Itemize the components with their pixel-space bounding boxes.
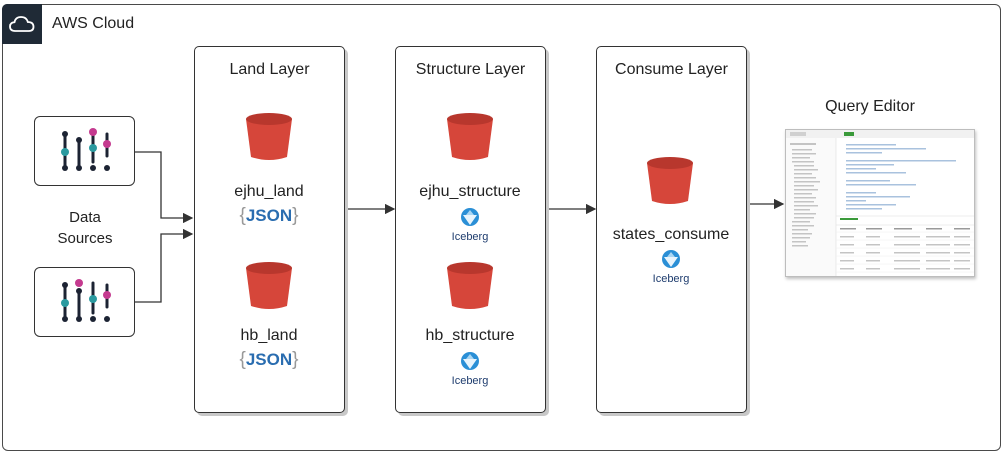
bucket-label: ejhu_structure xyxy=(419,183,521,200)
iceberg-icon: Iceberg xyxy=(641,249,701,285)
json-label: JSON xyxy=(245,350,293,369)
data-sources-label-line1: Data xyxy=(69,209,101,226)
arrow-source1-to-land xyxy=(135,151,194,224)
bucket-icon xyxy=(246,262,292,309)
bucket-label: states_consume xyxy=(612,226,730,243)
data-source-box-1[interactable] xyxy=(34,116,135,186)
aws-cloud-boundary xyxy=(2,4,1001,451)
structure-layer: Structure Layer xyxy=(395,46,546,413)
json-icon: {JSON} xyxy=(239,205,299,226)
data-sources-label-line2: Sources xyxy=(57,230,113,247)
structure-layer-title: Structure Layer xyxy=(415,61,526,78)
iceberg-label: Iceberg xyxy=(652,273,690,285)
iceberg-label: Iceberg xyxy=(451,231,489,243)
cloud-title: AWS Cloud xyxy=(52,15,135,32)
cloud-icon xyxy=(2,4,42,44)
iceberg-icon: Iceberg xyxy=(440,207,500,243)
json-icon: {JSON} xyxy=(239,349,299,370)
land-layer-title: Land Layer xyxy=(229,61,310,78)
data-source-box-2[interactable] xyxy=(34,267,135,337)
iceberg-label: Iceberg xyxy=(451,375,489,387)
consume-layer: Consume Layer xyxy=(596,46,747,413)
data-source-icon xyxy=(60,128,111,171)
consume-layer-title: Consume Layer xyxy=(615,61,728,78)
query-editor-title: Query Editor xyxy=(825,98,915,115)
bucket-label: ejhu_land xyxy=(234,183,304,200)
bucket-icon xyxy=(447,262,493,309)
bucket-icon xyxy=(647,157,693,204)
json-label: JSON xyxy=(245,206,293,225)
bucket-label: hb_structure xyxy=(425,327,515,344)
bucket-icon xyxy=(246,113,292,160)
land-layer: Land Layer xyxy=(194,46,345,413)
bucket-label: hb_land xyxy=(240,327,298,344)
bucket-icon xyxy=(447,113,493,160)
arrow-source2-to-land xyxy=(135,228,194,303)
data-source-icon xyxy=(60,279,111,322)
iceberg-icon: Iceberg xyxy=(440,351,500,387)
query-editor-screenshot[interactable] xyxy=(785,129,975,277)
